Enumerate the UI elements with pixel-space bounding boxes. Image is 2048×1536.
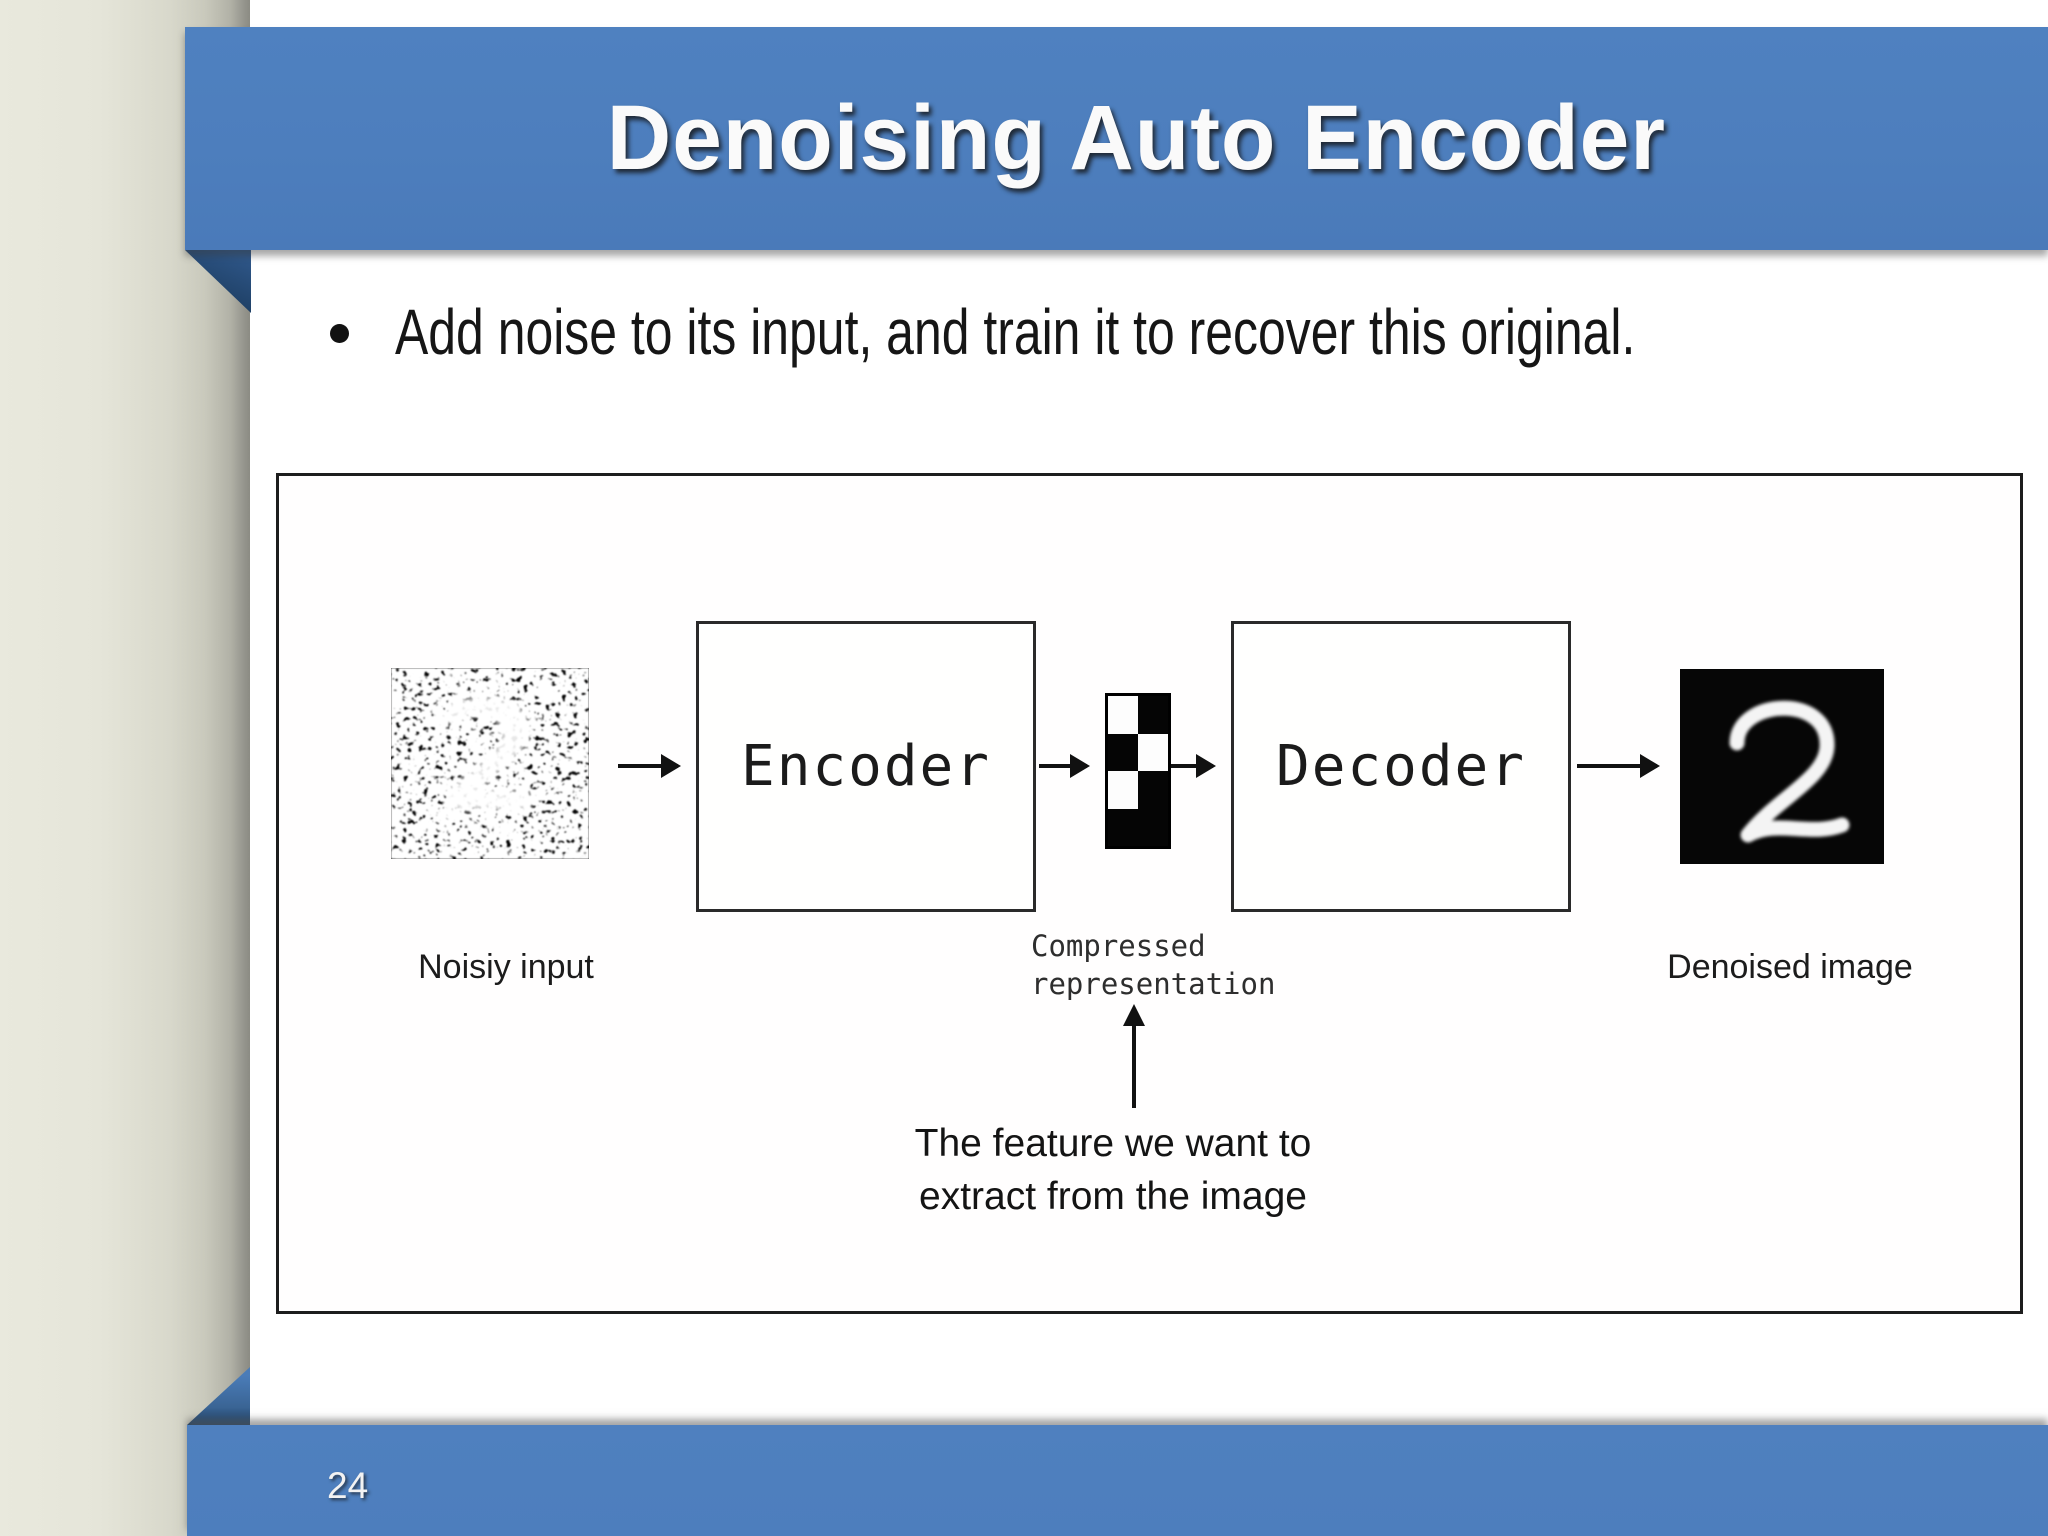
noisy-input-label: Noisiy input [418,948,594,986]
arrow-decoder-to-output [1577,764,1657,768]
encoder-box: Encoder [696,621,1036,912]
compressed-label-line2: representation [1031,966,1276,1001]
compressed-label-line1: Compressed [1031,929,1206,963]
noisy-input-image: 2 [391,668,589,859]
autoencoder-diagram: 2 Encoder Decoder Noisiy input Com [276,473,2023,1314]
compressed-cell-black [1138,696,1168,734]
compressed-cell-white [1138,733,1168,771]
compressed-cell-black [1138,808,1168,846]
footer-bar: 24 [187,1425,2048,1536]
arrow-code-to-decoder [1171,764,1213,768]
page-number: 24 [327,1465,369,1506]
feature-note: The feature we want to extract from the … [813,1118,1413,1223]
feature-note-line2: extract from the image [919,1174,1307,1218]
compressed-grid [1105,693,1171,849]
denoised-image-label: Denoised image [1667,948,1913,986]
arrow-feature-note [1132,1024,1136,1108]
compressed-cell-black [1138,771,1168,809]
decoder-label: Decoder [1275,734,1526,799]
compressed-cell-black [1108,733,1138,771]
compressed-cell-white [1108,696,1138,734]
bullet-text: Add noise to its input, and train it to … [395,296,1636,368]
bullet-item: Add noise to its input, and train it to … [330,296,1980,370]
title-banner: Denoising Auto Encoder [185,27,2048,250]
slide-title: Denoising Auto Encoder [606,87,1666,189]
compressed-representation-label: Compressed representation [1031,928,1275,1003]
encoder-label: Encoder [740,734,991,799]
feature-note-line1: The feature we want to [914,1122,1312,1165]
compressed-cell-black [1108,808,1138,846]
arrow-input-to-encoder [618,764,678,768]
decoder-box: Decoder [1231,621,1571,912]
denoised-output-image [1680,669,1884,864]
bullet-icon [330,324,349,343]
compressed-cell-white [1108,771,1138,809]
arrow-encoder-to-code [1039,764,1087,768]
